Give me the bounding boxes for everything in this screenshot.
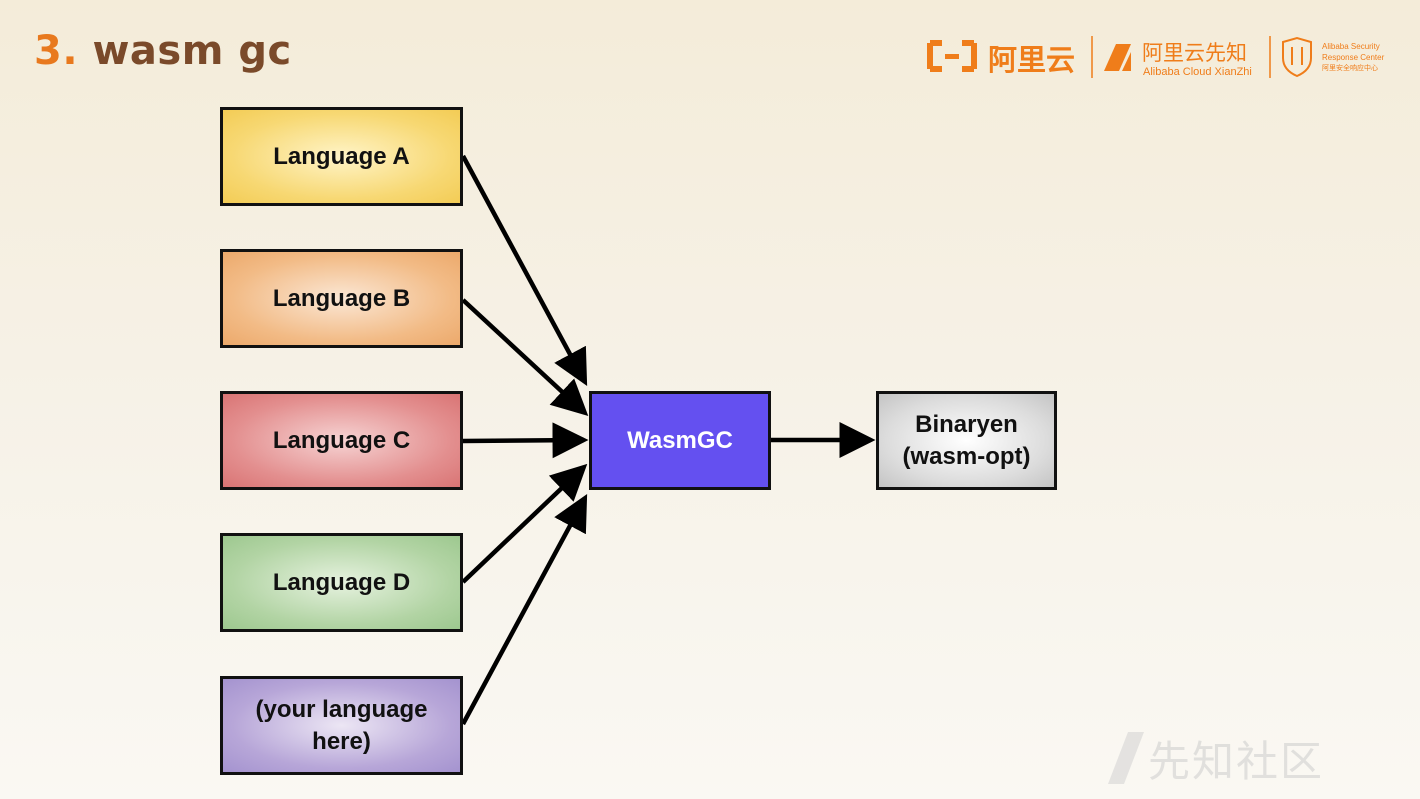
logo-bar: 阿里云 阿里云先知 Alibaba Cloud XianZhi Alibaba … <box>926 34 1386 80</box>
aliyun-logo-text: 阿里云 <box>988 43 1075 77</box>
node-language-b-label: Language B <box>272 284 411 312</box>
node-wasmgc-label: WasmGC <box>627 426 733 454</box>
node-wasmgc: WasmGC <box>589 391 771 490</box>
slide-title: 3. wasm gc <box>34 28 292 74</box>
aliyun-logo: 阿里云 <box>927 40 1075 77</box>
node-language-b: Language B <box>220 249 463 348</box>
asrc-logo: Alibaba Security Response Center 阿里安全响应中… <box>1282 36 1385 78</box>
xianzhi-watermark-icon <box>1108 732 1144 784</box>
slide-title-text: wasm gc <box>92 28 292 74</box>
xianzhi-logo-subtext: Alibaba Cloud XianZhi <box>1143 66 1252 78</box>
slide-number: 3. <box>34 28 79 74</box>
watermark: 先知社区 <box>1106 726 1322 791</box>
node-language-c-label: Language C <box>272 426 411 454</box>
node-your-language-label: (your language here) <box>255 696 428 755</box>
xianzhi-logo-text: 阿里云先知 <box>1142 41 1247 65</box>
asrc-logo-text-1: Alibaba Security <box>1322 42 1380 51</box>
arrow-language-d-to-wasmgc <box>461 463 588 584</box>
node-language-c: Language C <box>220 391 463 490</box>
node-language-d-label: Language D <box>272 568 411 596</box>
node-language-a-label: Language A <box>273 142 410 170</box>
node-binaryen-label: Binaryen (wasm-opt) <box>902 411 1031 470</box>
asrc-logo-text-2: Response Center <box>1322 53 1385 62</box>
node-binaryen: Binaryen (wasm-opt) <box>876 391 1057 490</box>
node-language-d: Language D <box>220 533 463 632</box>
node-your-language: (your language here) <box>220 676 463 775</box>
arrow-language-c-to-wasmgc <box>462 422 589 459</box>
arrow-language-a-to-wasmgc <box>461 154 588 386</box>
asrc-logo-text-3: 阿里安全响应中心 <box>1322 63 1378 72</box>
arrow-your-language-to-wasmgc <box>461 494 588 726</box>
node-language-a: Language A <box>220 107 463 206</box>
xianzhi-logo: 阿里云先知 Alibaba Cloud XianZhi <box>1104 41 1252 78</box>
watermark-text: 先知社区 <box>1148 737 1325 786</box>
arrow-language-b-to-wasmgc <box>461 298 589 417</box>
